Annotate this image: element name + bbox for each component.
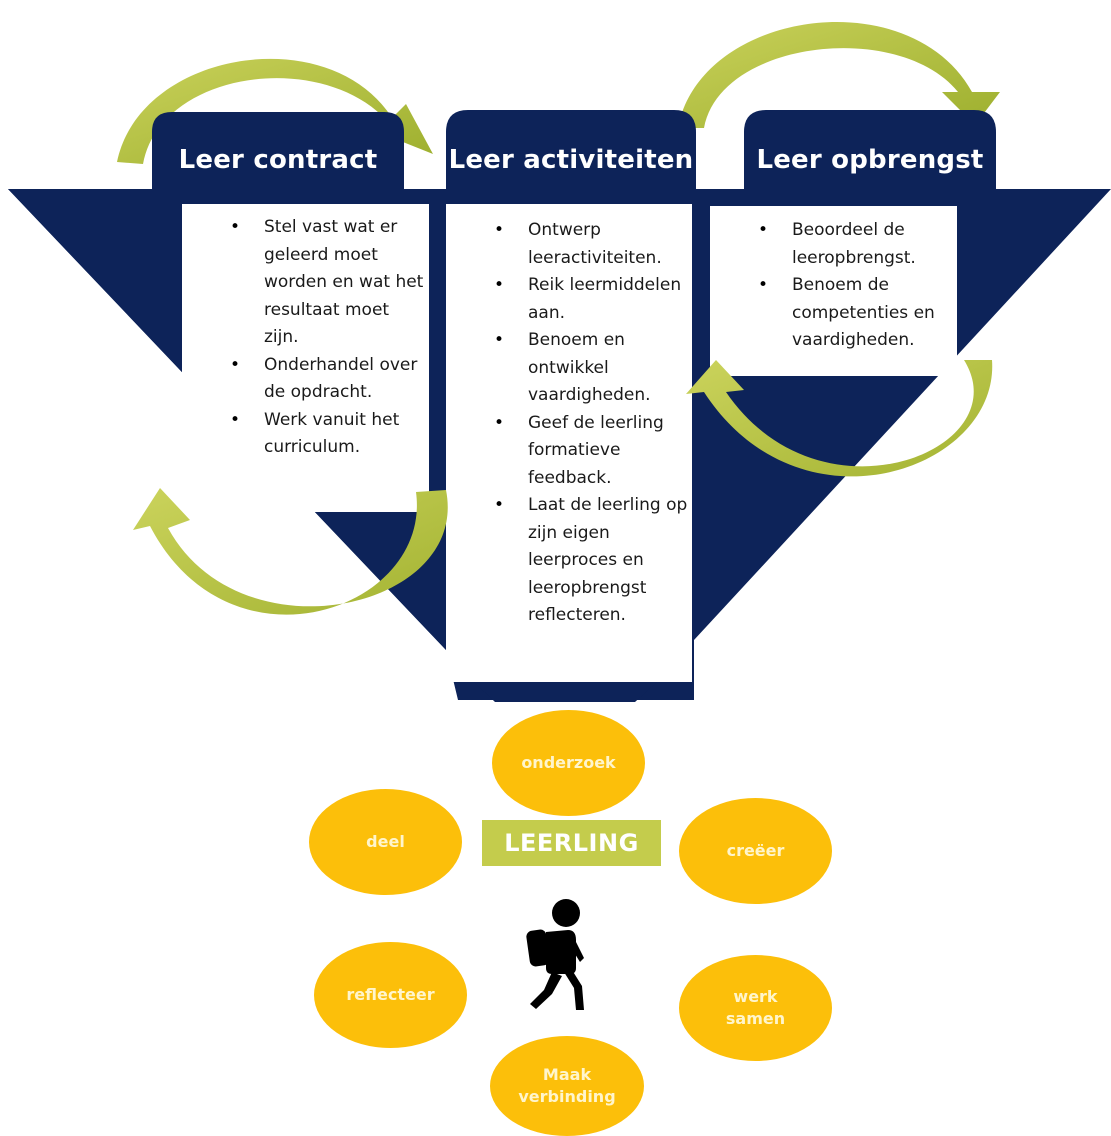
cycle-arrow-top-right bbox=[678, 21, 1000, 128]
bubble-deel: deel bbox=[309, 789, 462, 895]
bubble-werk-samen: werk samen bbox=[679, 955, 832, 1061]
bullet-item: Reik leermiddelen aan. bbox=[494, 272, 692, 327]
column-box-leer-contract: Stel vast wat er geleerd moet worden en … bbox=[182, 204, 429, 512]
bullet-item: Ontwerp leeractiviteiten. bbox=[494, 217, 692, 272]
tab-opbrengst-shape bbox=[744, 110, 996, 190]
bullet-item: Geef de leerling formatieve feedback. bbox=[494, 410, 692, 493]
bullet-item: Beoordeel de leeropbrengst. bbox=[758, 217, 957, 272]
tab-contract-shape bbox=[152, 112, 404, 190]
bullet-item: Onderhandel over de opdracht. bbox=[230, 352, 429, 407]
bullet-item: Stel vast wat er geleerd moet worden en … bbox=[230, 214, 429, 352]
bullet-item: Werk vanuit het curriculum. bbox=[230, 407, 429, 462]
column-box-leer-opbrengst: Beoordeel de leeropbrengst. Benoem de co… bbox=[710, 206, 957, 376]
bubble-maak-verbinding: Maak verbinding bbox=[490, 1036, 644, 1136]
walking-student-icon bbox=[526, 899, 584, 1010]
column-title-leer-opbrengst: Leer opbrengst bbox=[756, 145, 984, 175]
bubble-onderzoek: onderzoek bbox=[492, 710, 645, 816]
bubble-reflecteer: reflecteer bbox=[314, 942, 467, 1048]
bullet-list-contract: Stel vast wat er geleerd moet worden en … bbox=[182, 214, 429, 462]
bullet-list-opbrengst: Beoordeel de leeropbrengst. Benoem de co… bbox=[710, 217, 957, 355]
column-box-leer-activiteiten: Ontwerp leeractiviteiten. Reik leermidde… bbox=[446, 204, 692, 682]
bubble-creeer: creëer bbox=[679, 798, 832, 904]
navy-funnel-bottom bbox=[474, 682, 657, 702]
column-title-leer-activiteiten: Leer activiteiten bbox=[448, 145, 694, 175]
bullet-item: Benoem en ontwikkel vaardigheden. bbox=[494, 327, 692, 410]
bullet-item: Benoem de competenties en vaardigheden. bbox=[758, 272, 957, 355]
cycle-arrow-top-left bbox=[117, 58, 433, 164]
bullet-item: Laat de leerling op zijn eigen leerproce… bbox=[494, 492, 692, 630]
column-title-leer-contract: Leer contract bbox=[178, 145, 378, 175]
bullet-list-activiteiten: Ontwerp leeractiviteiten. Reik leermidde… bbox=[446, 217, 692, 630]
leerling-label: LEERLING bbox=[482, 820, 661, 866]
tab-activiteiten-shape bbox=[446, 110, 696, 190]
